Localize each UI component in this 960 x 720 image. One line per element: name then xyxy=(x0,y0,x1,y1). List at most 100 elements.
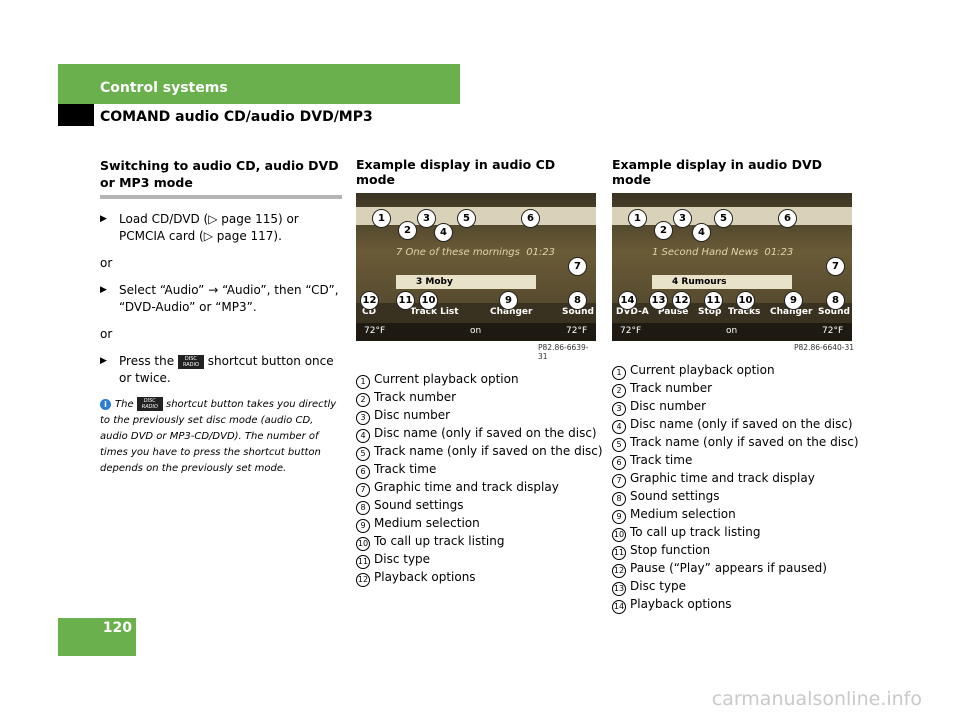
legend-text: To call up track listing xyxy=(374,534,505,548)
callout-1: 1 xyxy=(628,209,647,228)
callout-number-icon: 3 xyxy=(612,402,626,416)
legend-text: Disc number xyxy=(630,399,707,413)
callout-4: 4 xyxy=(434,223,453,242)
legend-item: 5 Track name (only if saved on the disc) xyxy=(612,434,862,452)
legend-text: Disc name (only if saved on the disc) xyxy=(630,417,853,431)
heading-rule xyxy=(100,195,342,199)
callout-number-icon: 1 xyxy=(612,366,626,380)
callout-number-icon: 2 xyxy=(356,393,370,407)
callout-number-icon: 7 xyxy=(356,483,370,497)
track-name-bar: 4 Rumours xyxy=(652,275,792,289)
dvd-display-figure: 1 Second Hand News 01:23 4 Rumours DVD-A… xyxy=(612,193,852,341)
callout-1: 1 xyxy=(372,209,391,228)
callout-number-icon: 8 xyxy=(356,501,370,515)
callout-number-icon: 13 xyxy=(612,582,626,596)
softkey-label: Track List xyxy=(410,307,459,317)
callout-14: 14 xyxy=(618,291,637,310)
info-icon: i xyxy=(100,399,111,410)
legend-text: Stop function xyxy=(630,543,711,557)
callout-12: 12 xyxy=(672,291,691,310)
watermark: carmanualsonline.info xyxy=(711,688,922,710)
callout-number-icon: 3 xyxy=(356,411,370,425)
callout-11: 11 xyxy=(396,291,415,310)
cd-column: Example display in audio CD mode 7 One o… xyxy=(356,157,603,587)
softkey-label: Sound xyxy=(562,307,594,317)
disc-radio-key-icon: DISC RADIO xyxy=(136,397,163,411)
callout-8: 8 xyxy=(568,291,587,310)
legend-text: Track name (only if saved on the disc) xyxy=(630,435,859,449)
legend-item: 8 Sound settings xyxy=(612,488,862,506)
callout-2: 2 xyxy=(654,221,673,240)
callout-5: 5 xyxy=(714,209,733,228)
callout-number-icon: 10 xyxy=(612,528,626,542)
page-number: 120 xyxy=(102,620,132,636)
step-text: shortcut button once or twice. xyxy=(119,354,334,385)
step-load-disc: ▶ Load CD/DVD (▷ page 115) or PCMCIA car… xyxy=(100,211,342,245)
callout-10: 10 xyxy=(736,291,755,310)
figure-code: P82.86-6639-31 xyxy=(538,343,589,361)
legend-text: Track time xyxy=(374,462,437,476)
callout-number-icon: 6 xyxy=(612,456,626,470)
arrow-bullet-icon: ▶ xyxy=(100,356,107,366)
softkey-label: Changer xyxy=(490,307,533,317)
callout-5: 5 xyxy=(457,209,476,228)
callout-13: 13 xyxy=(649,291,668,310)
callout-10: 10 xyxy=(419,291,438,310)
legend-text: Medium selection xyxy=(630,507,736,521)
or-text: or xyxy=(100,256,113,270)
temp-right: 72°F xyxy=(822,326,844,336)
track-name-bar: 3 Moby xyxy=(396,275,536,289)
callout-number-icon: 6 xyxy=(356,465,370,479)
callout-8: 8 xyxy=(826,291,845,310)
temp-right: 72°F xyxy=(566,326,588,336)
temp-left: 72°F xyxy=(364,326,386,336)
callout-number-icon: 4 xyxy=(356,429,370,443)
legend-text: Current playback option xyxy=(374,372,519,386)
fan-on: on xyxy=(726,326,738,336)
softkey-label: DVD-A xyxy=(616,307,649,317)
callout-number-icon: 11 xyxy=(612,546,626,560)
legend-text: Disc number xyxy=(374,408,451,422)
note-text: The xyxy=(115,399,134,410)
callout-number-icon: 8 xyxy=(612,492,626,506)
callout-number-icon: 12 xyxy=(356,573,370,587)
legend-item: 7 Graphic time and track display xyxy=(356,479,598,497)
legend-item: 13 Disc type xyxy=(612,578,862,596)
legend-text: Graphic time and track display xyxy=(374,480,559,494)
cd-heading: Example display in audio CD mode xyxy=(356,157,556,187)
callout-6: 6 xyxy=(521,209,540,228)
section-title: COMAND audio CD/audio DVD/MP3 xyxy=(100,109,373,125)
legend-text: Track number xyxy=(630,381,713,395)
step-press-shortcut: ▶ Press the DISC RADIO shortcut button o… xyxy=(100,353,342,387)
legend-text: Disc type xyxy=(630,579,687,593)
header-band xyxy=(58,64,460,104)
instructions-column: Switching to audio CD, audio DVD or MP3 … xyxy=(100,157,342,477)
step-text: Select “Audio” → “Audio”, then “CD”, “DV… xyxy=(119,283,339,314)
note-text: shortcut button takes you directly to th… xyxy=(100,399,337,474)
step-select-audio: ▶ Select “Audio” → “Audio”, then “CD”, “… xyxy=(100,282,342,316)
dvd-column: Example display in audio DVD mode 1 Seco… xyxy=(612,157,862,614)
fan-on: on xyxy=(470,326,482,336)
callout-7: 7 xyxy=(826,257,845,276)
screen-menu-bar xyxy=(356,207,596,225)
callout-number-icon: 11 xyxy=(356,555,370,569)
legend-text: Sound settings xyxy=(630,489,720,503)
figure-code: P82.86-6640-31 xyxy=(794,343,855,352)
legend-text: Disc name (only if saved on the disc) xyxy=(374,426,597,440)
callout-number-icon: 9 xyxy=(356,519,370,533)
page-number-tab xyxy=(58,618,136,656)
callout-number-icon: 5 xyxy=(612,438,626,452)
